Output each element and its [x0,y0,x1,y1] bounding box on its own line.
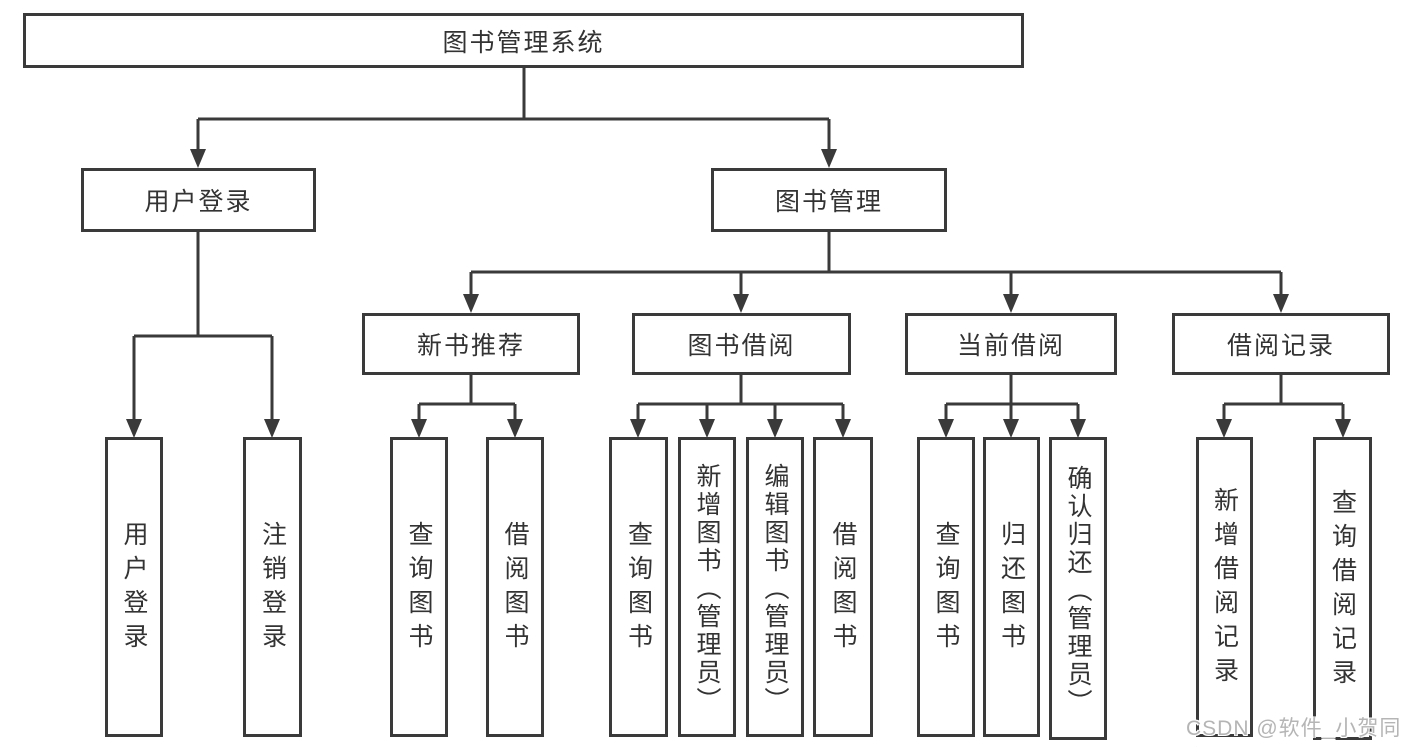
csdn-watermark: CSDN @软件_小贺同学 [1186,717,1402,740]
node-current-borrow: 当前借阅 [905,313,1117,375]
node-book-management: 图书管理 [711,168,947,232]
leaf-edit-books-admin: 编辑图书（管理员） [746,437,804,737]
leaf-query-books-recommend: 查询图书 [390,437,448,737]
leaf-borrow-books-recommend: 借阅图书 [486,437,544,737]
leaf-query-borrow-record: 查询借阅记录 [1313,437,1372,740]
node-book-borrow: 图书借阅 [632,313,851,375]
leaf-add-books-admin: 新增图书（管理员） [678,437,736,737]
leaf-query-books-current: 查询图书 [917,437,975,737]
leaf-return-books: 归还图书 [983,437,1040,737]
node-new-book-recommend: 新书推荐 [362,313,580,375]
node-borrow-records: 借阅记录 [1172,313,1390,375]
leaf-user-login: 用户登录 [105,437,163,737]
node-user-login: 用户登录 [81,168,316,232]
leaf-query-books-borrow: 查询图书 [609,437,668,737]
node-root-library-system: 图书管理系统 [23,13,1024,68]
leaf-add-borrow-record: 新增借阅记录 [1196,437,1253,737]
leaf-logout: 注销登录 [243,437,302,737]
leaf-confirm-return-admin: 确认归还（管理员） [1049,437,1107,740]
leaf-borrow-books: 借阅图书 [813,437,873,737]
